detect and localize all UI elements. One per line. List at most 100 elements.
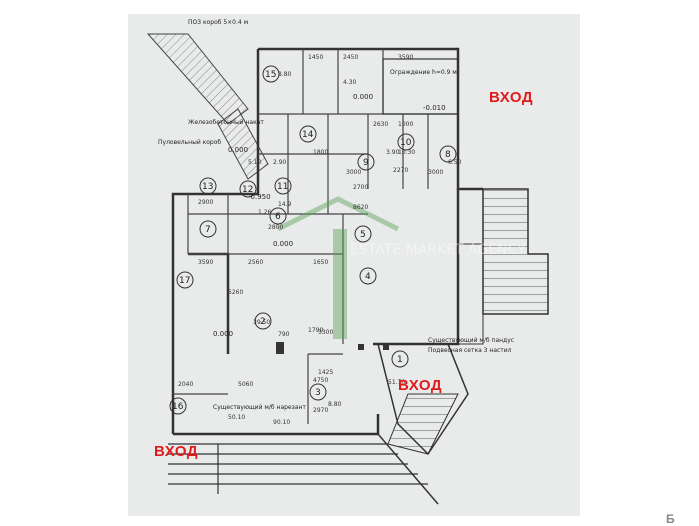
room-4: 4 — [359, 267, 377, 285]
svg-text:3000: 3000 — [346, 169, 361, 176]
svg-text:51.70: 51.70 — [388, 379, 405, 386]
svg-text:6.50: 6.50 — [448, 159, 462, 166]
svg-text:13: 13 — [202, 182, 213, 192]
entrance-label-east: ВХОД — [489, 89, 534, 106]
stairs-right — [457, 188, 549, 345]
svg-text:8: 8 — [445, 150, 451, 160]
upper-right-room — [382, 58, 459, 115]
room-14: 14 — [299, 125, 317, 143]
svg-text:4750: 4750 — [313, 377, 328, 384]
annotation-existing-platform: Существующий м/б пандус — [428, 337, 514, 344]
svg-text:3300: 3300 — [318, 329, 333, 336]
svg-text:10: 10 — [400, 138, 412, 148]
svg-text:1800: 1800 — [313, 149, 328, 156]
svg-text:16: 16 — [172, 402, 184, 412]
annotations: ПО3 короб 5×0.4 м Ограждение h=0.9 м Пул… — [158, 19, 514, 411]
floor-plan-sheet: ESTATE MARKET AGENCY 15 14 13 12 11 10 9… — [128, 14, 580, 516]
floor-plan-drawing: ESTATE MARKET AGENCY 15 14 13 12 11 10 9… — [146, 19, 549, 505]
watermark-text: ESTATE MARKET AGENCY — [350, 242, 526, 258]
svg-text:4: 4 — [365, 272, 371, 282]
svg-text:14.9: 14.9 — [278, 201, 292, 208]
svg-text:10.30: 10.30 — [398, 149, 415, 156]
room-9: 9 — [357, 153, 375, 171]
svg-text:2270: 2270 — [393, 167, 408, 174]
room-2: 2 — [254, 312, 272, 330]
room-markers: 15 14 13 12 11 10 9 8 7 6 5 4 3 2 1 16 1… — [169, 65, 457, 415]
svg-text:2900: 2900 — [198, 199, 213, 206]
svg-text:1.26: 1.26 — [258, 209, 272, 216]
watermark: ESTATE MARKET AGENCY — [276, 196, 526, 339]
level-0: 0.000 — [353, 93, 373, 101]
annotation-vent-shaft: ПО3 короб 5×0.4 м — [188, 19, 248, 26]
room-6: 6 — [269, 207, 287, 225]
svg-text:3.90: 3.90 — [386, 149, 400, 156]
svg-text:3: 3 — [315, 388, 321, 398]
entrance-label-south: ВХОД — [154, 443, 199, 460]
room-17: 17 — [176, 271, 194, 289]
svg-text:3590: 3590 — [198, 259, 213, 266]
svg-text:17: 17 — [179, 276, 190, 286]
level-4: 0.000 — [228, 146, 248, 154]
svg-text:5060: 5060 — [238, 381, 253, 388]
svg-text:2700: 2700 — [353, 184, 368, 191]
svg-text:1: 1 — [397, 355, 403, 365]
partitions — [173, 49, 458, 424]
room-3: 3 — [309, 383, 327, 401]
svg-text:2970: 2970 — [313, 407, 328, 414]
svg-text:12: 12 — [242, 185, 253, 195]
columns — [276, 342, 389, 354]
level-3: 0.000 — [213, 330, 233, 338]
room-13: 13 — [199, 177, 217, 195]
svg-text:2630: 2630 — [373, 121, 388, 128]
svg-text:1650: 1650 — [313, 259, 328, 266]
annotation-fence: Ограждение h=0.9 м — [390, 69, 457, 76]
room-16: 16 — [169, 397, 187, 415]
room-12: 12 — [239, 180, 257, 198]
stairs-bottom — [377, 343, 469, 505]
room-8: 8 — [439, 145, 457, 163]
dimension-labels: 1450 2450 3590 3000 2630 1000 1800 2270 … — [178, 54, 462, 426]
room-10: 10 — [397, 133, 415, 151]
svg-text:11: 11 — [277, 182, 288, 192]
level-5: 0.000 — [273, 240, 293, 248]
svg-text:50.10: 50.10 — [228, 414, 245, 421]
svg-text:5: 5 — [360, 230, 366, 240]
stairs-front — [168, 443, 428, 494]
annotation-canopy: Подвесная сетка 3 настил — [428, 347, 512, 354]
site-logo: Б — [666, 512, 675, 526]
svg-text:1000: 1000 — [398, 121, 413, 128]
svg-text:3590: 3590 — [398, 54, 413, 61]
level-marks: 0.000 -0.010 -0.950 0.000 0.000 0.000 — [213, 93, 446, 338]
room-15: 15 — [262, 65, 280, 83]
svg-text:15: 15 — [265, 70, 276, 80]
svg-text:8.80: 8.80 — [328, 401, 342, 408]
svg-text:2560: 2560 — [248, 259, 263, 266]
svg-text:4.30: 4.30 — [343, 79, 357, 86]
svg-text:39.50: 39.50 — [253, 319, 270, 326]
svg-text:790: 790 — [278, 331, 290, 338]
svg-text:90.10: 90.10 — [273, 419, 290, 426]
svg-text:2800: 2800 — [268, 224, 283, 231]
svg-text:8.80: 8.80 — [278, 71, 292, 78]
level-1: -0.010 — [423, 104, 446, 112]
svg-text:2040: 2040 — [178, 381, 193, 388]
room-5: 5 — [354, 225, 372, 243]
entrance-label-southeast: ВХОД — [398, 377, 443, 394]
svg-text:14: 14 — [302, 130, 314, 140]
svg-text:2: 2 — [260, 317, 266, 327]
svg-text:7: 7 — [205, 225, 211, 235]
svg-text:1425: 1425 — [318, 369, 333, 376]
svg-text:8620: 8620 — [353, 204, 368, 211]
svg-text:5.10: 5.10 — [248, 159, 262, 166]
room-7: 7 — [199, 220, 217, 238]
svg-text:1450: 1450 — [308, 54, 323, 61]
room-1: 1 — [391, 350, 409, 368]
svg-text:1790: 1790 — [308, 327, 323, 334]
svg-text:6: 6 — [275, 212, 281, 222]
annotation-existing-stair: Существующий м/б нарезант — [213, 404, 306, 411]
svg-text:5260: 5260 — [228, 289, 243, 296]
annotation-parts-box: Пуловельный короб — [158, 139, 221, 146]
room-11: 11 — [274, 177, 292, 195]
svg-text:2.90: 2.90 — [273, 159, 287, 166]
level-2: -0.950 — [248, 193, 271, 201]
